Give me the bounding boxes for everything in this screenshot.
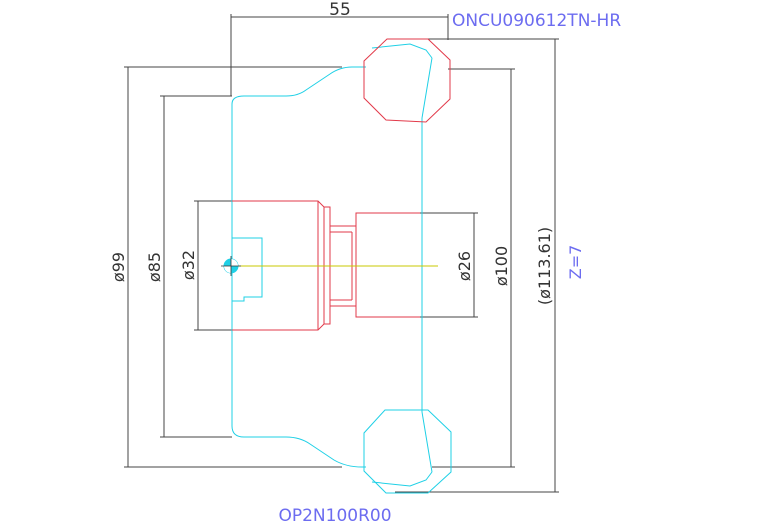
dim-dia-85: ø85 bbox=[145, 252, 164, 282]
center-mark-icon bbox=[221, 256, 241, 276]
dim-dia-100: ø100 bbox=[492, 246, 511, 286]
dim-dia-99: ø99 bbox=[109, 252, 128, 282]
hub-profile bbox=[232, 200, 420, 227]
dim-width-55: 55 bbox=[329, 0, 351, 20]
cutter-body bbox=[231, 43, 433, 487]
dimension-lines bbox=[124, 14, 559, 493]
cutter-code-label: OP2N100R00 bbox=[278, 506, 391, 523]
teeth-count-label: Z=7 bbox=[566, 245, 585, 280]
insert-bottom bbox=[363, 409, 452, 494]
dim-dia-32: ø32 bbox=[179, 250, 198, 280]
dim-dia-113: (ø113.61) bbox=[535, 227, 554, 305]
dimension-texts: 55 ø99 ø85 ø32 ø26 ø100 (ø113.61) bbox=[109, 0, 554, 305]
dim-dia-26: ø26 bbox=[455, 251, 474, 281]
body-outline bbox=[231, 104, 366, 468]
insert-and-hub bbox=[232, 38, 451, 331]
bore-pocket bbox=[232, 237, 263, 302]
insert-top bbox=[363, 38, 451, 123]
insert-code-label: ONCU090612TN-HR bbox=[452, 11, 621, 31]
